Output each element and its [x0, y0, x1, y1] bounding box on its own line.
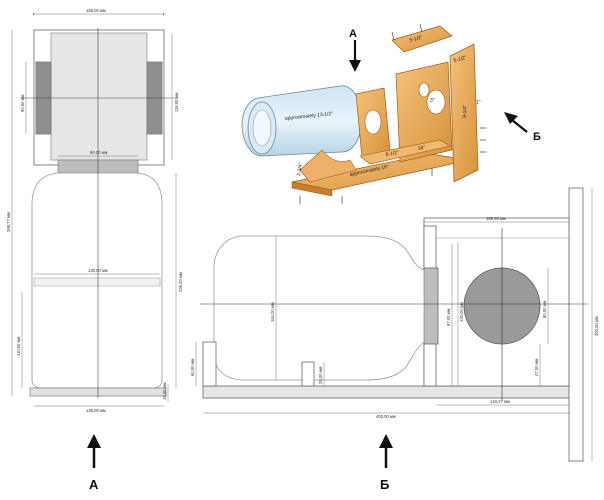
- label-total-height: 398,77 мм: [6, 212, 11, 232]
- side-neck-block: [423, 267, 439, 345]
- iso-label-5-1-2-a: 5-1/2": [409, 34, 424, 43]
- label-inner-height: 120,00 мм: [459, 302, 464, 322]
- label-hole-diameter: 80,00 мм: [542, 300, 547, 318]
- front-view: [11, 13, 178, 407]
- label-box-depth: 186,00 мм: [486, 216, 506, 221]
- side-view: [195, 187, 593, 462]
- iso-label-5-1-2-b: 5-1/2": [453, 55, 467, 64]
- label-hole-offset: 47,00 мм: [534, 358, 539, 376]
- iso-label-16: 16": [417, 145, 425, 152]
- label-box-height: 118,00 мм: [174, 92, 179, 112]
- side-jar: [213, 235, 425, 381]
- front-view-label: А: [89, 477, 99, 492]
- label-right-side: 19,00 мм: [162, 382, 167, 400]
- iso-label-1: 1": [476, 100, 481, 106]
- front-dim-labels: 155,00 мм 90,00 мм 130,00 мм 135,00 мм 9…: [6, 8, 183, 413]
- iso-box-side: [395, 61, 453, 163]
- iso-roof: [391, 25, 453, 53]
- side-dim-labels: 400,00 мм 186,00 мм 143,27 мм 164,00 мм …: [190, 216, 599, 419]
- front-view-arrow: [87, 434, 101, 468]
- label-lower-height: 110,00 мм: [16, 336, 21, 356]
- label-jar-width: 130,00 мм: [88, 268, 108, 273]
- side-view-arrow: [379, 434, 393, 468]
- iso-label-3: 3": [430, 98, 435, 104]
- iso-back-board: [449, 43, 479, 183]
- iso-label-6-1-2: 6-1/2": [385, 150, 399, 158]
- side-back-board: [568, 187, 584, 462]
- label-side-height: 60,00 мм: [190, 358, 195, 376]
- front-board: [50, 32, 148, 161]
- side-left-support: [202, 341, 217, 387]
- iso-screws: [299, 23, 486, 204]
- label-back-height: 300,00 мм: [594, 316, 599, 336]
- iso-box-floor: [359, 139, 451, 165]
- iso-arrow-b-label: Б: [533, 131, 541, 143]
- label-jar-height-side: 164,00 мм: [270, 302, 275, 322]
- label-jar-height: 236,00 мм: [178, 272, 183, 292]
- label-top-width: 155,00 мм: [86, 8, 106, 13]
- iso-arrow-b: [504, 112, 528, 133]
- iso-arrow-a-label: А: [349, 28, 357, 40]
- iso-cradle: [299, 149, 357, 183]
- label-base-length: 400,00 мм: [376, 414, 396, 419]
- side-mid-support: [301, 361, 315, 387]
- label-board-offset: 143,27 мм: [490, 399, 510, 404]
- iso-label-approx-jar: approximately 13-1/2": [285, 111, 334, 122]
- iso-arrow-a: [349, 40, 361, 72]
- label-neck-height: 97,00 мм: [446, 308, 451, 326]
- iso-label-2-3-4: 2-3/4": [296, 162, 304, 176]
- label-board-height: 90,00 мм: [20, 94, 25, 112]
- side-view-label: Б: [380, 477, 389, 492]
- iso-label-9-1-4: 9-1/4": [462, 104, 468, 118]
- label-bottom-width: 135,00 мм: [86, 408, 106, 413]
- side-base-plate: [202, 385, 571, 399]
- iso-view: approximately 13-1/2" approximately 16" …: [241, 23, 486, 204]
- label-support-height: 25,00 мм: [318, 366, 323, 384]
- label-neck-width: 90,00 мм: [90, 150, 108, 155]
- front-jar-band: [33, 277, 161, 287]
